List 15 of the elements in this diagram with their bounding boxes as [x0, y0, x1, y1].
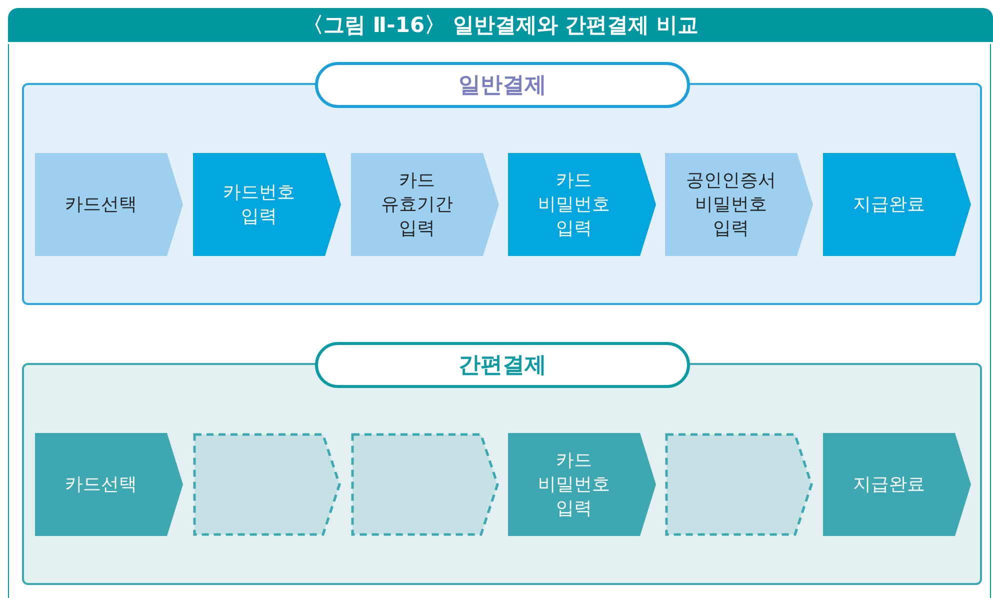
- process-step-box: 지급완료: [823, 433, 971, 536]
- section-heading: 간편결제: [315, 342, 690, 388]
- process-step-box: 지급완료: [823, 153, 971, 256]
- process-step-box: 카드 유효기간 입력: [351, 153, 499, 256]
- empty-step-box: [665, 433, 813, 536]
- process-step-box: 카드번호 입력: [193, 153, 341, 256]
- process-step-box: 카드 비밀번호 입력: [508, 433, 656, 536]
- process-step-box: 카드 비밀번호 입력: [508, 153, 656, 256]
- empty-step-box: [193, 433, 341, 536]
- process-step-box: 카드선택: [35, 433, 183, 536]
- process-step-box: 카드선택: [35, 153, 183, 256]
- empty-step-box: [351, 433, 499, 536]
- process-step-box: 공인인증서 비밀번호 입력: [665, 153, 813, 256]
- title-bar: 〈그림 Ⅱ-16〉 일반결제와 간편결제 비교: [8, 8, 993, 42]
- section-heading: 일반결제: [315, 62, 690, 108]
